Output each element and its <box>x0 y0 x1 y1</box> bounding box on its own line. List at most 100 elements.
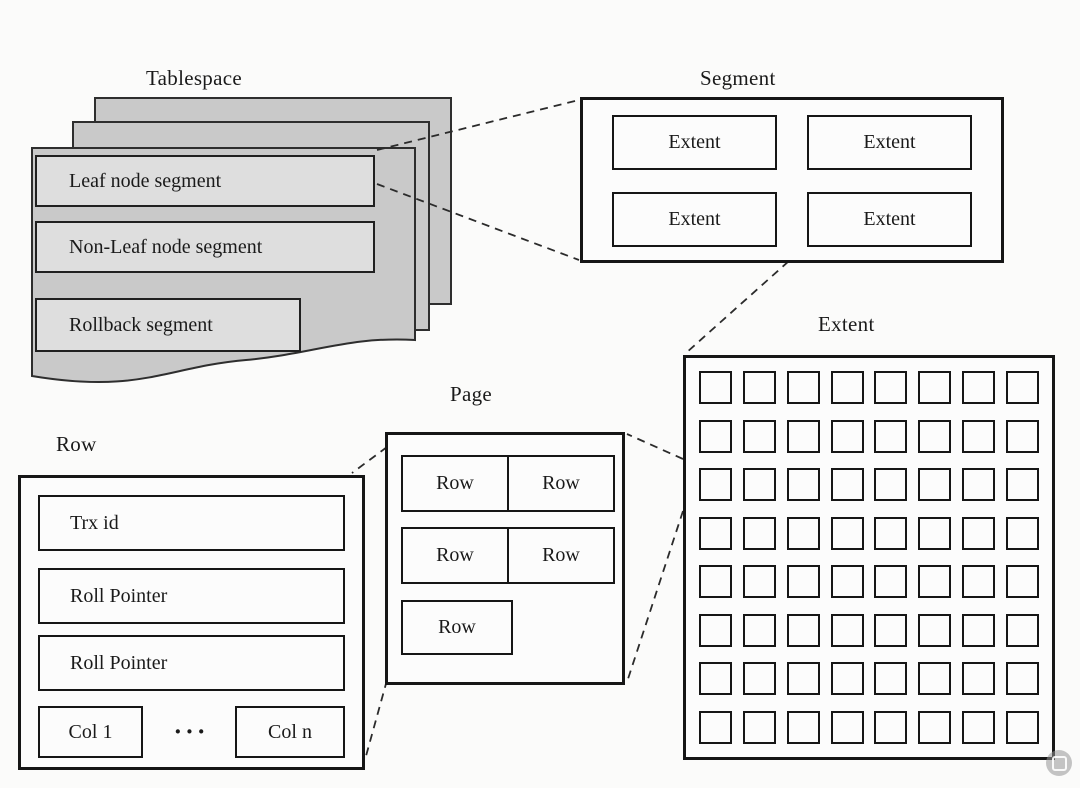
leaf-node-segment: Leaf node segment <box>35 155 375 207</box>
extent-cell: Extent <box>612 115 777 170</box>
extent-page-cell <box>742 565 776 599</box>
extent-page-cell <box>874 565 908 599</box>
extent-page-cell <box>786 710 820 744</box>
row-col-ellipsis: ··· <box>173 717 209 746</box>
extent-page-cell <box>699 613 732 647</box>
row-field-roll-pointer-2: Roll Pointer <box>38 635 345 691</box>
extent-page-cell <box>742 710 776 744</box>
extent-page-cell <box>962 613 996 647</box>
rollback-segment: Rollback segment <box>35 298 301 352</box>
page-row-cell: Row <box>507 527 615 584</box>
extent-page-cell <box>874 419 908 453</box>
extent-page-cell <box>918 419 952 453</box>
extent-page-cell <box>962 419 996 453</box>
row-col-first: Col 1 <box>38 706 143 758</box>
connector-page-row-bottom <box>365 679 388 757</box>
extent-page-cell <box>830 419 864 453</box>
extent-page-cell <box>962 468 996 502</box>
segment-box: Extent Extent Extent Extent <box>580 97 1004 263</box>
extent-page-cell <box>786 516 820 550</box>
page-box: Row Row Row Row Row <box>385 432 625 685</box>
dashed-connectors <box>351 99 800 757</box>
watermark-icon <box>1046 750 1072 776</box>
extent-page-cell <box>1005 710 1039 744</box>
row-col-last: Col n <box>235 706 345 758</box>
extent-page-grid <box>686 358 1052 757</box>
extent-page-cell <box>962 371 996 404</box>
extent-page-cell <box>918 710 952 744</box>
extent-page-cell <box>699 565 732 599</box>
row-box: Trx id Roll Pointer Roll Pointer Col 1 ·… <box>18 475 365 770</box>
extent-page-cell <box>918 613 952 647</box>
connector-tablespace-segment-bottom <box>376 183 580 261</box>
extent-page-cell <box>874 468 908 502</box>
extent-page-cell <box>874 710 908 744</box>
extent-page-cell <box>742 468 776 502</box>
page-row-pair: Row Row <box>401 527 615 584</box>
extent-page-cell <box>962 516 996 550</box>
connector-extent-page-top <box>626 433 684 460</box>
extent-page-cell <box>786 419 820 453</box>
extent-cell: Extent <box>612 191 777 247</box>
extent-page-cell <box>699 468 732 502</box>
extent-page-cell <box>1005 565 1039 599</box>
extent-page-cell <box>1005 516 1039 550</box>
extent-page-cell <box>830 565 864 599</box>
row-field-trx-id: Trx id <box>38 495 345 551</box>
page-row-cell: Row <box>401 455 509 512</box>
watermark-glyph <box>1051 755 1067 771</box>
extent-page-cell <box>742 516 776 550</box>
segment-extent-grid: Extent Extent Extent Extent <box>583 100 1001 260</box>
row-label: Row <box>56 432 97 456</box>
extent-page-cell <box>786 468 820 502</box>
page-row-cell: Row <box>401 600 513 655</box>
extent-cell: Extent <box>807 115 972 170</box>
extent-page-cell <box>830 516 864 550</box>
extent-page-cell <box>874 662 908 696</box>
extent-page-cell <box>786 662 820 696</box>
page-row-cell: Row <box>401 527 509 584</box>
extent-page-cell <box>874 371 908 404</box>
extent-page-cell <box>830 613 864 647</box>
extent-page-cell <box>962 565 996 599</box>
extent-page-cell <box>742 613 776 647</box>
extent-page-cell <box>874 516 908 550</box>
extent-cell: Extent <box>807 191 972 247</box>
extent-page-cell <box>918 468 952 502</box>
extent-page-cell <box>699 371 732 404</box>
extent-page-cell <box>786 371 820 404</box>
extent-page-cell <box>962 662 996 696</box>
extent-page-cell <box>786 613 820 647</box>
extent-page-cell <box>742 371 776 404</box>
extent-label: Extent <box>818 312 875 336</box>
segment-label: Segment <box>700 66 776 90</box>
connector-segment-extent <box>685 251 800 354</box>
extent-page-cell <box>699 710 732 744</box>
tablespace-label: Tablespace <box>146 66 242 90</box>
extent-page-cell <box>830 371 864 404</box>
extent-page-cell <box>1005 419 1039 453</box>
page-row-pair: Row Row <box>401 455 615 512</box>
extent-page-cell <box>874 613 908 647</box>
extent-box <box>683 355 1055 760</box>
extent-page-cell <box>742 662 776 696</box>
extent-page-cell <box>699 419 732 453</box>
row-field-roll-pointer: Roll Pointer <box>38 568 345 624</box>
connector-tablespace-segment-top <box>376 99 580 151</box>
extent-page-cell <box>918 662 952 696</box>
extent-page-cell <box>1005 468 1039 502</box>
extent-page-cell <box>918 371 952 404</box>
connector-extent-page-bottom <box>626 510 684 683</box>
extent-page-cell <box>962 710 996 744</box>
extent-page-cell <box>742 419 776 453</box>
extent-page-cell <box>830 468 864 502</box>
extent-page-cell <box>830 710 864 744</box>
extent-page-cell <box>1005 613 1039 647</box>
extent-page-cell <box>699 516 732 550</box>
page-label: Page <box>450 382 493 406</box>
extent-page-cell <box>1005 371 1039 404</box>
extent-page-cell <box>699 662 732 696</box>
non-leaf-node-segment: Non-Leaf node segment <box>35 221 375 273</box>
connector-page-row-top <box>351 446 388 474</box>
